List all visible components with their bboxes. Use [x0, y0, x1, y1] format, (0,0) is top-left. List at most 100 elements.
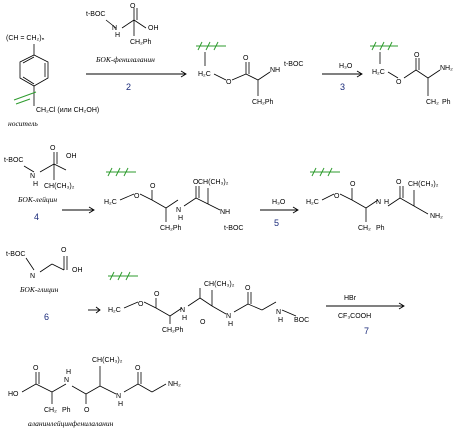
boc-gly-structure: t-BOC N O OH — [6, 247, 83, 280]
svg-text:N: N — [64, 377, 69, 384]
resin-leu-phe: H₂C O O CH₂ Ph N H O CH(CH₃)₂ NH₂ — [306, 167, 443, 232]
svg-text:HO: HO — [8, 391, 19, 398]
svg-text:CH(CH₃)₂: CH(CH₃)₂ — [92, 357, 123, 364]
svg-text:N: N — [226, 313, 231, 320]
svg-text:H₂C: H₂C — [198, 71, 211, 78]
svg-text:O: O — [350, 181, 356, 188]
svg-text:O: O — [245, 285, 251, 292]
svg-text:O: O — [193, 179, 199, 186]
svg-text:O: O — [138, 301, 144, 308]
svg-text:CH(CH₃)₂: CH(CH₃)₂ — [408, 181, 439, 188]
boc-leu-structure: t-BOC N H O OH CH(CH₃)₂ — [4, 145, 77, 190]
svg-text:O: O — [154, 291, 160, 298]
svg-text:H: H — [115, 32, 120, 39]
svg-text:H₂C: H₂C — [306, 199, 319, 206]
svg-text:N: N — [276, 309, 281, 316]
svg-text:H: H — [118, 401, 123, 408]
svg-text:O: O — [414, 52, 420, 59]
svg-text:t-BOC: t-BOC — [86, 11, 105, 18]
svg-text:Ph: Ph — [376, 225, 385, 232]
svg-text:Ph: Ph — [442, 99, 451, 106]
svg-text:CH₂Ph: CH₂Ph — [160, 225, 181, 232]
svg-text:H₂C: H₂C — [108, 307, 121, 314]
step-4-number: 4 — [34, 212, 39, 222]
boc-gly-caption: БОК-глицин — [19, 285, 59, 294]
step-6-number: 6 — [44, 312, 49, 322]
svg-text:CH₂Ph: CH₂Ph — [252, 99, 273, 106]
final-tripeptide: HO O CH₂ Ph N H O CH(CH₃)₂ N H O NH₂ — [8, 357, 181, 414]
svg-text:t-BOC: t-BOC — [4, 157, 23, 164]
svg-text:CH(CH₃)₂: CH(CH₃)₂ — [198, 179, 229, 186]
svg-text:O: O — [150, 183, 156, 190]
svg-text:CH₂Ph: CH₂Ph — [162, 327, 183, 334]
final-product-caption: аланинлейцинфенилаланин — [28, 419, 114, 428]
svg-text:Ph: Ph — [62, 407, 71, 414]
svg-text:O: O — [61, 247, 67, 254]
svg-text:N: N — [180, 307, 185, 314]
step-7-arrow — [326, 302, 405, 310]
step-3-number: 3 — [340, 82, 345, 92]
svg-text:OH: OH — [148, 25, 159, 32]
svg-text:H: H — [182, 315, 187, 322]
svg-text:O: O — [84, 407, 90, 414]
svg-text:H₂C: H₂C — [372, 69, 385, 76]
step-5-number: 5 — [274, 218, 279, 228]
svg-text:NH: NH — [270, 67, 280, 74]
svg-text:N: N — [376, 199, 381, 206]
boc-leu-caption: БОК-лейцин — [17, 195, 57, 204]
svg-text:t-BOC: t-BOC — [224, 225, 243, 232]
svg-text:O: O — [135, 365, 141, 372]
svg-text:N: N — [30, 273, 35, 280]
svg-text:CH(CH₃)₂: CH(CH₃)₂ — [204, 281, 235, 288]
svg-text:N: N — [30, 173, 35, 180]
svg-text:OH: OH — [72, 267, 83, 274]
svg-text:H: H — [278, 317, 283, 324]
svg-text:NH: NH — [220, 209, 230, 216]
svg-text:t-BOC: t-BOC — [284, 61, 303, 68]
boc-phe-structure: t-BOC H N O OH CH₂Ph — [86, 3, 159, 46]
step-2-arrow — [86, 70, 187, 78]
svg-text:N: N — [176, 207, 181, 214]
svg-text:N: N — [112, 25, 117, 32]
svg-text:CH₂: CH₂ — [426, 99, 439, 106]
svg-text:O: O — [200, 319, 206, 326]
svg-text:CH₂Ph: CH₂Ph — [130, 39, 151, 46]
svg-text:CH₂: CH₂ — [44, 407, 57, 414]
svg-text:H: H — [66, 369, 71, 376]
svg-text:H: H — [384, 199, 389, 206]
resin-phe-ester: H₂C O O NH t-BOC CH₂Ph — [196, 41, 303, 106]
svg-text:H: H — [178, 215, 183, 222]
step-3-arrow — [322, 70, 363, 78]
svg-text:H₂C: H₂C — [104, 199, 117, 206]
step-7-number: 7 — [364, 326, 369, 336]
svg-text:O: O — [243, 55, 249, 62]
polymer-chain-label: (CH = CH₂)ₙ — [6, 35, 45, 42]
boc-phe-caption: БОК-фенилаланин — [95, 55, 155, 64]
svg-text:O: O — [226, 79, 232, 86]
svg-text:N: N — [116, 393, 121, 400]
step-7-reagent-top: HBr — [344, 295, 357, 302]
resin-anchor-label: CH₂Cl (или CH₂OH) — [36, 107, 99, 114]
svg-text:H: H — [228, 321, 233, 328]
resin-name-caption: носитель — [8, 119, 38, 128]
step-5-reagent: H₃O — [272, 199, 286, 206]
step-4-arrow — [62, 206, 95, 214]
step-2-number: 2 — [126, 82, 131, 92]
step-6-arrow — [88, 306, 101, 314]
resin-boc-gly-leu-phe: H₂C O O CH₂Ph N H O CH(CH₃)₂ N H O N H B… — [108, 271, 309, 334]
svg-text:H: H — [33, 181, 38, 188]
svg-text:BOC: BOC — [294, 317, 309, 324]
svg-text:CH(CH₃)₂: CH(CH₃)₂ — [44, 183, 75, 190]
svg-text:NH₂: NH₂ — [168, 381, 181, 388]
step-3-reagent: H₃O — [339, 63, 353, 70]
resin-boc-leu-phe: H₂C O O CH₂Ph N H O CH(CH₃)₂ NH t-BOC — [104, 167, 243, 232]
svg-text:NH₂: NH₂ — [430, 213, 443, 220]
svg-text:t-BOC: t-BOC — [6, 251, 25, 258]
step-7-reagent-bottom: CF₃COOH — [338, 313, 371, 320]
svg-text:O: O — [33, 365, 39, 372]
svg-text:O: O — [396, 179, 402, 186]
step-5-arrow — [260, 206, 299, 214]
resin-phe-amine: H₂C O O NH₂ CH₂ Ph — [370, 41, 453, 106]
svg-text:NH₂: NH₂ — [440, 65, 453, 72]
